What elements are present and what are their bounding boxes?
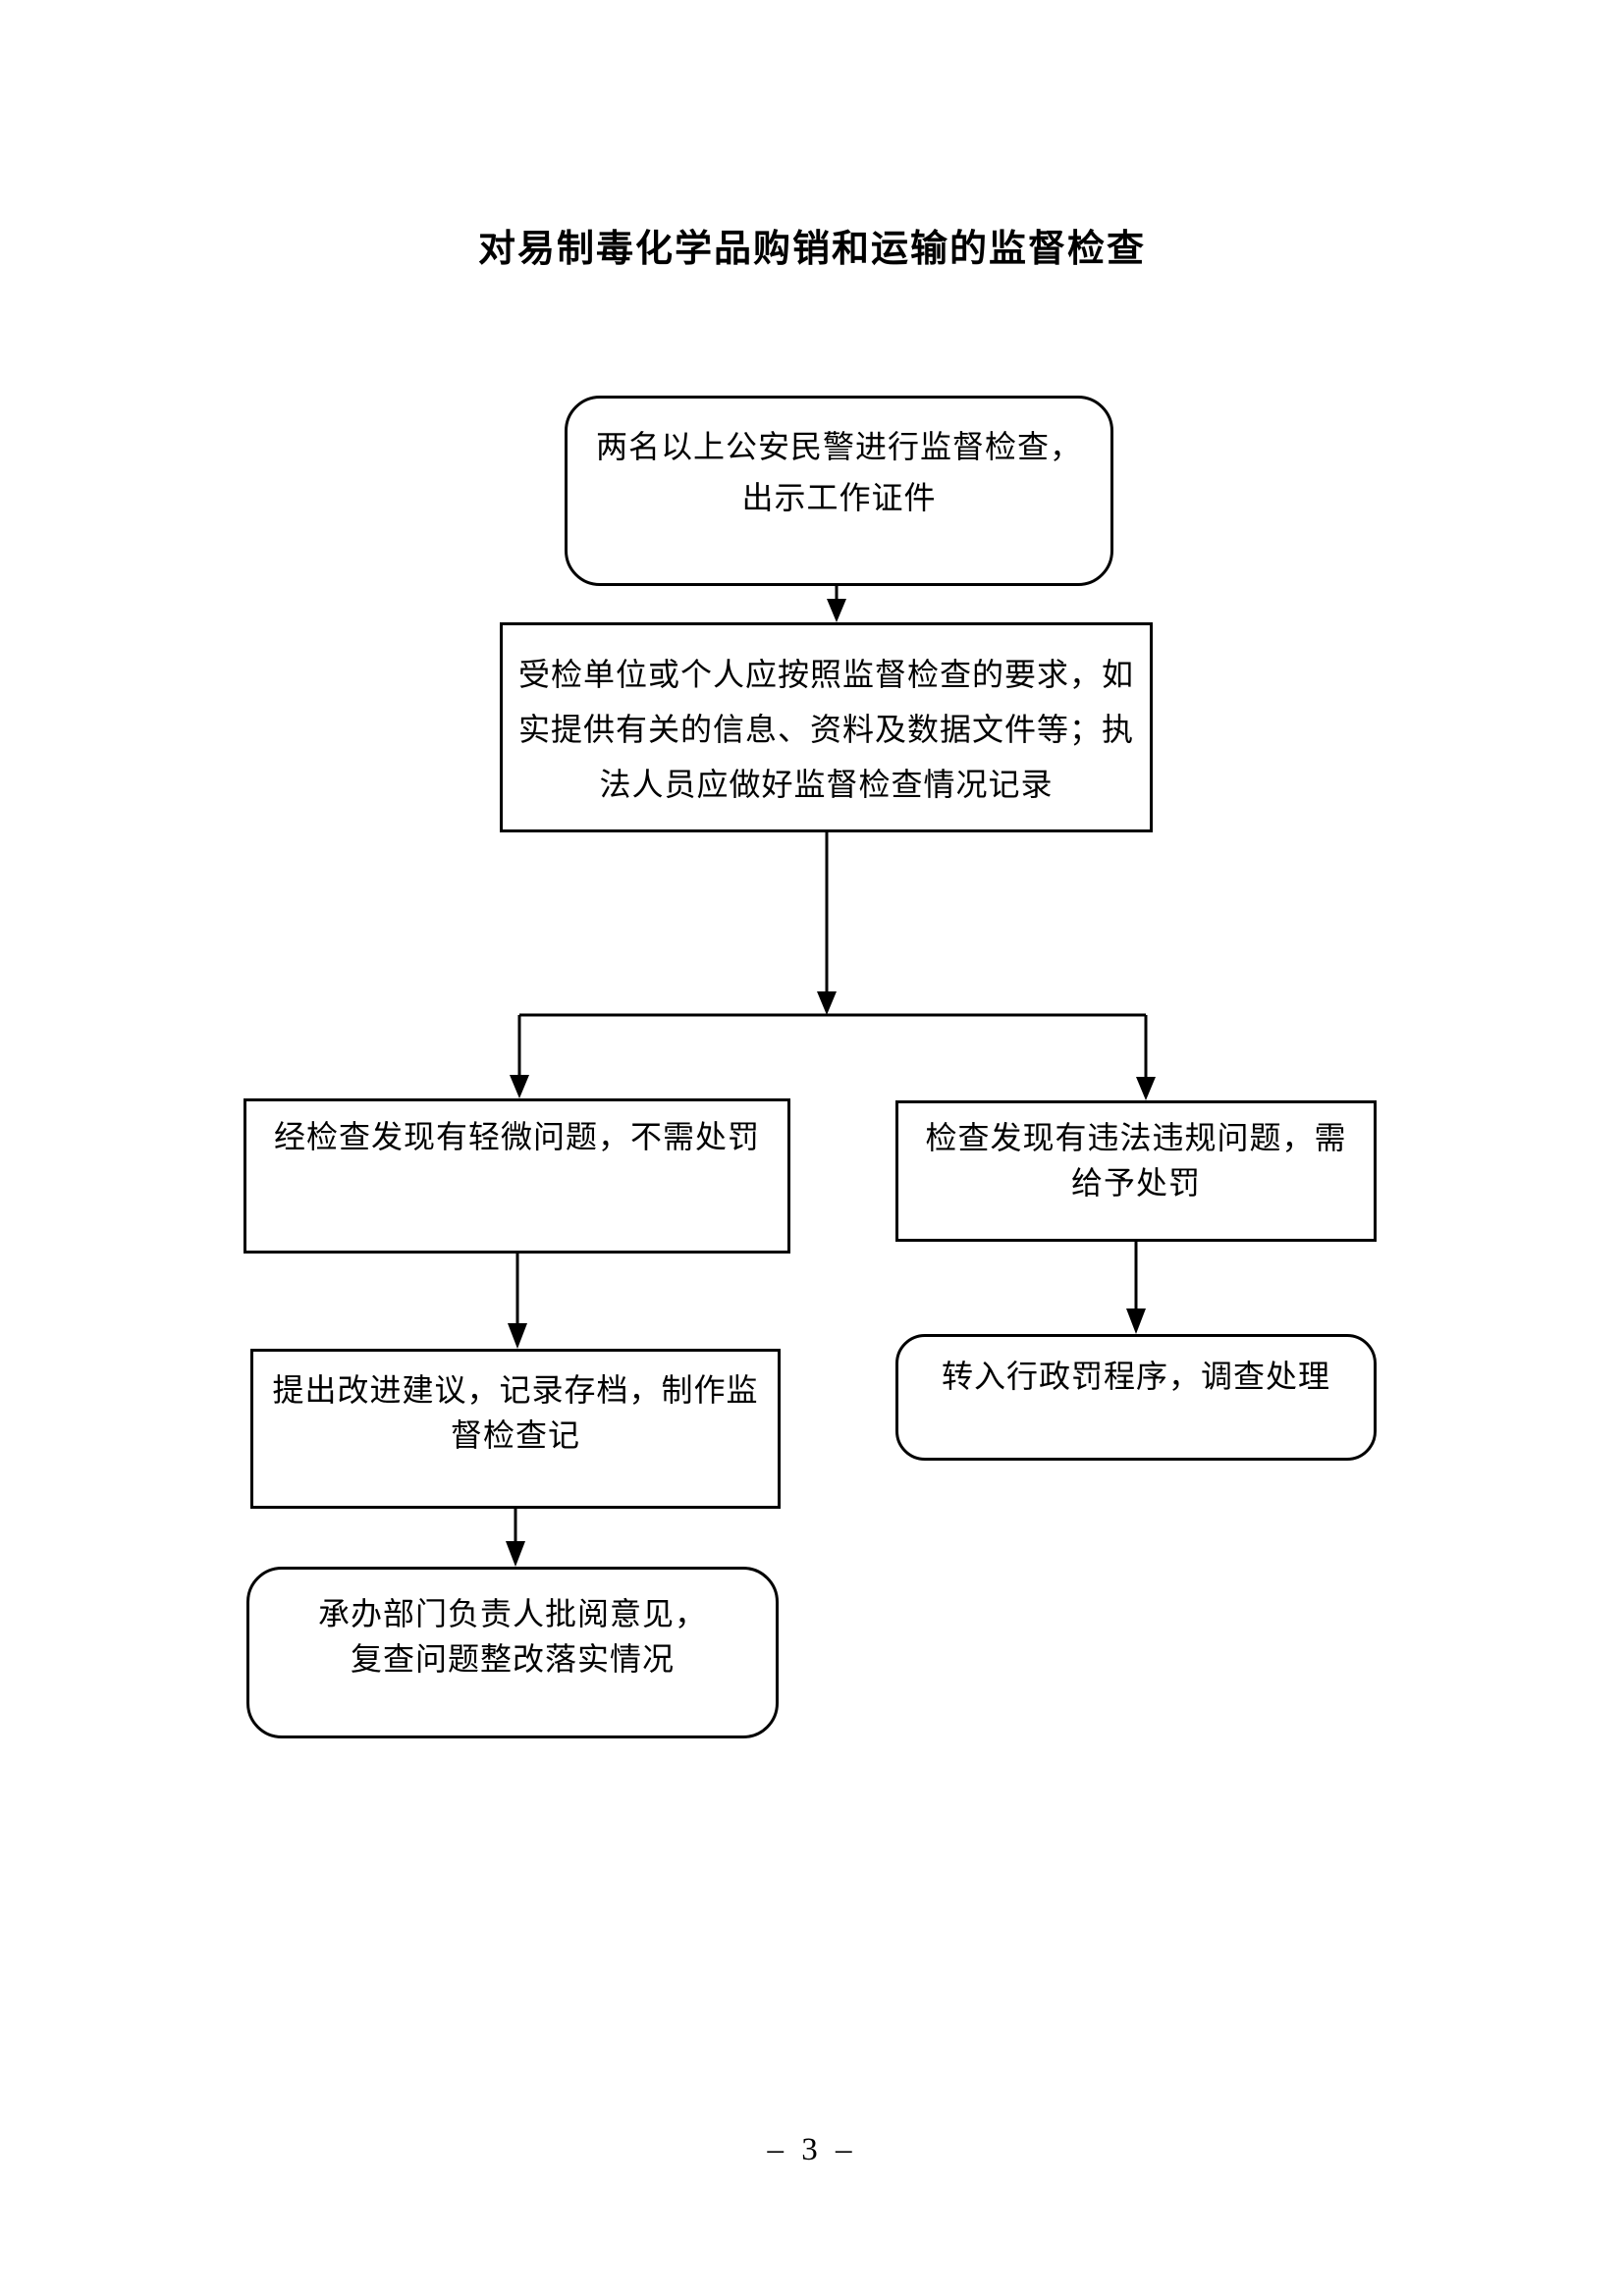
arrowhead-junction-to-violation <box>1136 1077 1156 1100</box>
arrowhead-junction-to-minor <box>510 1075 529 1098</box>
flow-node-text-line: 出示工作证件 <box>741 480 937 515</box>
page-title: 对易制毒化学品购销和运输的监督检查 <box>477 229 1146 270</box>
flow-node-admin-penalty-procedure: 转入行政罚程序，调查处理 <box>895 1334 1377 1461</box>
arrowhead-minor-to-suggest <box>508 1323 527 1349</box>
flow-node-text-line: 给予处罚 <box>1070 1165 1201 1201</box>
arrowhead-suggest-to-review <box>506 1541 525 1567</box>
flow-node-minor-issues: 经检查发现有轻微问题，不需处罚 <box>244 1098 790 1254</box>
arrowhead-start-to-cooperation <box>827 599 846 622</box>
flow-node-text-line: 法人员应做好监督检查情况记录 <box>599 767 1054 802</box>
flow-node-inspection-start: 两名以上公安民警进行监督检查， 出示工作证件 <box>565 396 1113 586</box>
flow-node-text-line: 经检查发现有轻微问题，不需处罚 <box>273 1119 760 1154</box>
flow-node-text-line: 两名以上公安民警进行监督检查， <box>595 429 1082 464</box>
page-number: – 3 – <box>767 2132 857 2167</box>
flow-node-text-line: 实提供有关的信息、资料及数据文件等；执 <box>517 712 1134 747</box>
flow-node-text-line: 承办部门负责人批阅意见， <box>317 1596 707 1631</box>
flow-node-text-line: 督检查记 <box>450 1417 580 1453</box>
flow-node-violation-found: 检查发现有违法违规问题，需 给予处罚 <box>895 1100 1377 1242</box>
flow-node-text-line: 转入行政罚程序，调查处理 <box>941 1359 1330 1394</box>
flow-node-text-line: 复查问题整改落实情况 <box>350 1641 675 1677</box>
flow-node-text-line: 提出改进建议，记录存档，制作监 <box>272 1372 759 1408</box>
flow-node-leader-review: 承办部门负责人批阅意见， 复查问题整改落实情况 <box>246 1567 779 1738</box>
flow-node-text-line: 受检单位或个人应按照监督检查的要求，如 <box>517 657 1134 692</box>
arrowhead-cooperation-to-junction <box>817 991 837 1015</box>
flow-node-text-line: 检查发现有违法违规问题，需 <box>925 1120 1347 1155</box>
arrowhead-violation-to-penalty <box>1126 1308 1146 1334</box>
flow-node-improvement-suggestion: 提出改进建议，记录存档，制作监 督检查记 <box>250 1349 781 1509</box>
flow-node-cooperation-requirement: 受检单位或个人应按照监督检查的要求，如 实提供有关的信息、资料及数据文件等；执 … <box>500 622 1153 832</box>
